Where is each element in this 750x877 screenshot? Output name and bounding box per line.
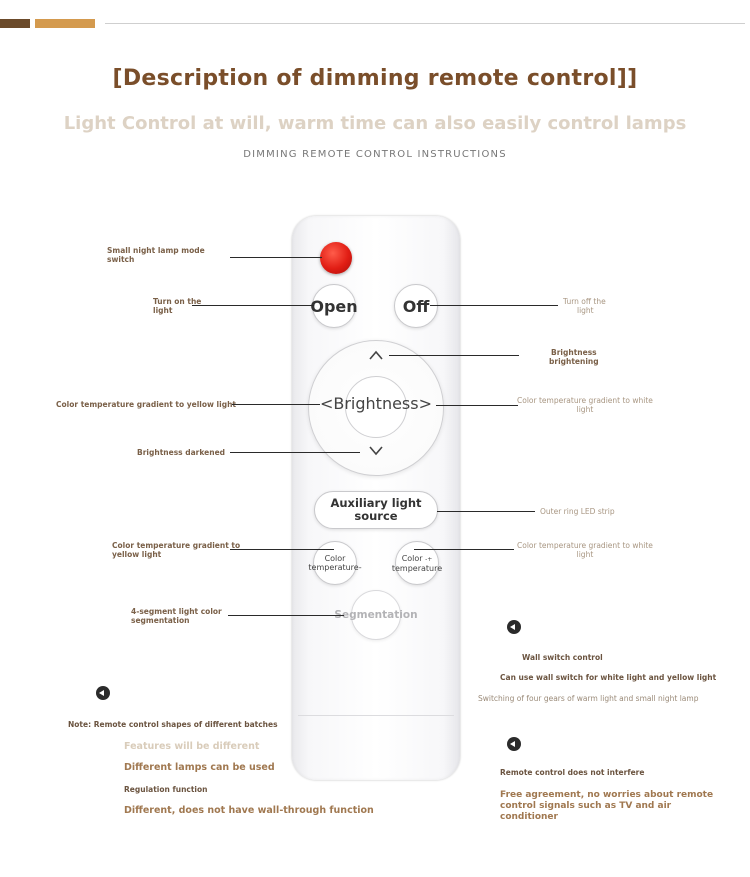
leader-line — [414, 549, 514, 550]
brightness-center-button[interactable] — [345, 376, 407, 438]
leader-line — [228, 615, 344, 616]
ct-right-sign: -+ — [425, 555, 433, 563]
auxiliary-light-button[interactable]: Auxiliary light source — [314, 491, 438, 529]
night-lamp-button[interactable] — [320, 242, 352, 274]
note-wall-through: Different, does not have wall-through fu… — [124, 805, 374, 816]
brightness-label: <Brightness> — [319, 394, 433, 413]
leader-line — [437, 511, 535, 512]
leader-line — [230, 257, 322, 258]
leader-line — [430, 305, 558, 306]
ct-left-line1: Color — [324, 554, 346, 563]
color-temperature-minus-button[interactable]: Color temperature- — [308, 541, 362, 585]
play-back-icon — [507, 620, 521, 634]
remote-seam-line — [298, 715, 454, 716]
note-switching: Switching of four gears of warm light an… — [478, 694, 699, 703]
note-wall-switch: Wall switch control — [522, 653, 603, 662]
off-button[interactable]: Off — [394, 284, 438, 328]
leader-line — [436, 405, 518, 406]
color-temperature-plus-button[interactable]: Color -+ temperature — [391, 541, 443, 585]
segmentation-button[interactable] — [351, 590, 401, 640]
callout-ct-yellow: Color temperature gradient to yellow lig… — [56, 400, 236, 409]
note-can-use: Can use wall switch for white light and … — [500, 673, 717, 682]
note-shapes: Note: Remote control shapes of different… — [68, 720, 278, 729]
callout-outer-ring: Outer ring LED strip — [540, 507, 615, 516]
ct-right-line1: Color -+ — [401, 553, 433, 563]
accent-bar-gold — [35, 19, 95, 28]
aux-label-line2: source — [354, 509, 398, 523]
open-button[interactable]: Open — [310, 284, 358, 328]
note-features: Features will be different — [124, 741, 260, 752]
note-lamps: Different lamps can be used — [124, 762, 275, 773]
top-divider — [105, 23, 745, 24]
note-regulation: Regulation function — [124, 785, 208, 794]
page-title: [Description of dimming remote control]] — [112, 66, 638, 91]
play-back-icon — [96, 686, 110, 700]
aux-label-line1: Auxiliary light — [330, 496, 422, 510]
ct-right-line2: temperature — [391, 563, 443, 573]
note-no-interfere: Remote control does not interfere — [500, 768, 645, 777]
chevron-up-icon[interactable] — [368, 348, 384, 364]
leader-line — [230, 549, 334, 550]
leader-line — [192, 305, 314, 306]
page-subtitle: Light Control at will, warm time can als… — [63, 113, 687, 134]
leader-line — [232, 404, 320, 405]
instructions-heading: DIMMING REMOTE CONTROL INSTRUCTIONS — [243, 149, 507, 160]
ct-left-line2: temperature- — [308, 563, 362, 572]
leader-line — [230, 452, 360, 453]
leader-line — [389, 355, 519, 356]
chevron-down-icon[interactable] — [368, 444, 384, 460]
note-free-agreement: Free agreement, no worries about remote … — [500, 790, 714, 822]
segmentation-label: Segmentation — [334, 609, 418, 621]
accent-bar-dark — [0, 19, 30, 28]
callout-brightness-down: Brightness darkened — [137, 448, 226, 457]
play-back-icon — [507, 737, 521, 751]
